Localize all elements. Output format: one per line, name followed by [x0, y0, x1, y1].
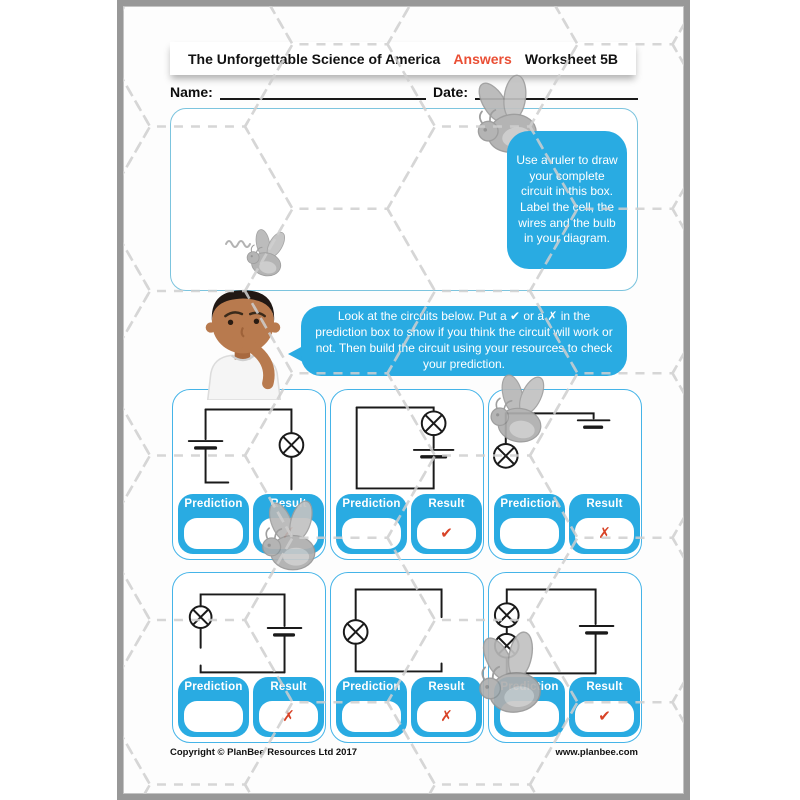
result-mark: ✗	[598, 524, 611, 542]
prediction-field[interactable]	[184, 701, 243, 732]
copyright-text: Copyright © PlanBee Resources Ltd 2017	[170, 747, 358, 758]
prediction-label: Prediction	[500, 498, 559, 510]
prediction-box: Prediction	[336, 494, 407, 554]
bulb-icon	[188, 605, 213, 629]
bulb-icon	[492, 443, 519, 469]
circuit-card-2: Prediction Result ✔	[330, 389, 484, 560]
result-field[interactable]: ✗	[259, 701, 318, 732]
prediction-field[interactable]	[342, 701, 401, 732]
bulb-icon	[342, 619, 369, 645]
page-title: The Unforgettable Science of America	[188, 50, 441, 67]
prediction-field[interactable]	[184, 518, 243, 549]
prediction-field[interactable]	[500, 518, 559, 549]
circuit-card-4: Prediction Result ✗	[172, 572, 326, 743]
bee-icon	[473, 626, 545, 717]
result-field[interactable]: ✔	[575, 701, 634, 732]
prediction-box: Prediction	[494, 494, 565, 554]
cell-icon	[412, 448, 455, 459]
bulb-icon	[420, 410, 447, 437]
prediction-field[interactable]	[342, 518, 401, 549]
circuit-diagram-no-cell	[342, 588, 443, 673]
prediction-label: Prediction	[184, 498, 243, 510]
answers-badge: Answers	[453, 50, 512, 67]
result-label: Result	[586, 681, 623, 693]
name-field[interactable]	[220, 83, 426, 100]
circuit-diagram-complete	[355, 406, 455, 490]
result-box: Result ✔	[411, 494, 482, 554]
thinking-boy-illustration	[205, 290, 282, 400]
cell-icon	[187, 440, 224, 450]
circuit-diagram-broken-left	[188, 593, 303, 674]
prediction-label: Prediction	[342, 681, 401, 693]
result-mark: ✔	[598, 707, 611, 725]
bulb-icon	[493, 602, 520, 628]
result-field[interactable]: ✔	[417, 518, 476, 549]
worksheet-page: The Unforgettable Science of America Ans…	[123, 6, 684, 794]
prediction-label: Prediction	[184, 681, 243, 693]
worksheet-frame: The Unforgettable Science of America Ans…	[117, 0, 690, 800]
result-mark: ✗	[282, 707, 295, 725]
website-text: www.planbee.com	[555, 747, 638, 758]
bee-icon	[261, 498, 318, 571]
draw-instruction-bubble: Use a ruler to draw your complete circui…	[507, 131, 627, 269]
result-label: Result	[270, 681, 307, 693]
prediction-box: Prediction	[336, 677, 407, 737]
prediction-label: Prediction	[342, 498, 401, 510]
result-field[interactable]: ✗	[575, 518, 634, 549]
result-label: Result	[586, 498, 623, 510]
cell-icon	[266, 627, 303, 637]
cell-icon	[576, 419, 611, 429]
result-mark: ✗	[440, 707, 453, 725]
name-label: Name:	[170, 84, 213, 100]
result-box: Result ✗	[253, 677, 324, 737]
result-mark: ✔	[440, 524, 453, 542]
cell-icon	[578, 625, 615, 635]
worksheet-header: The Unforgettable Science of America Ans…	[170, 42, 636, 75]
result-box: Result ✔	[569, 677, 640, 737]
circuit-diagram-broken-bottom	[187, 408, 305, 491]
prediction-box: Prediction	[178, 677, 249, 737]
instruction-bubble: Look at the circuits below. Put a ✔ or a…	[301, 306, 627, 376]
bee-icon	[487, 368, 551, 446]
prediction-box: Prediction	[178, 494, 249, 554]
worksheet-number: Worksheet 5B	[524, 50, 618, 67]
result-label: Result	[428, 498, 465, 510]
bulb-icon	[278, 432, 305, 458]
result-box: Result ✗	[569, 494, 640, 554]
circuit-card-5: Prediction Result ✗	[330, 572, 484, 743]
